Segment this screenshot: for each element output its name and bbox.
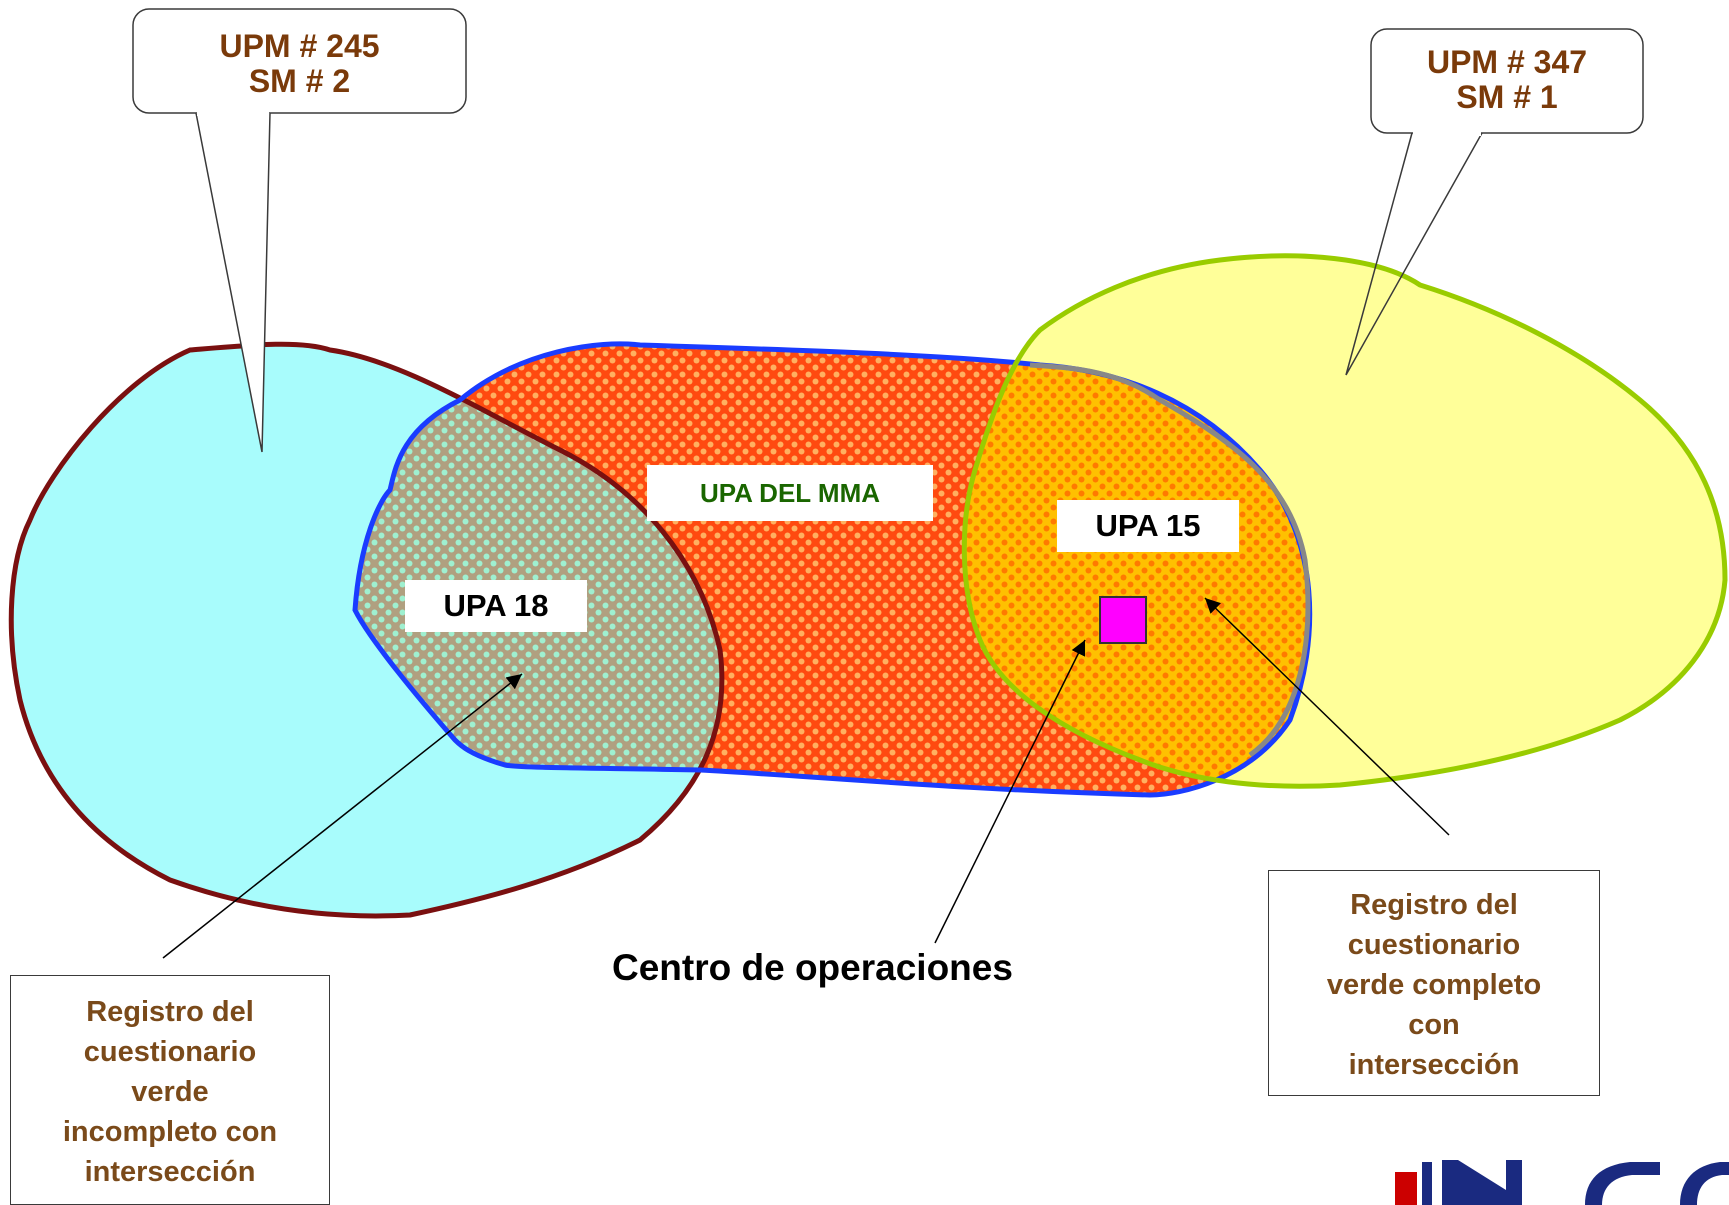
callout-upa-18-line: cuestionario <box>83 1036 257 1068</box>
callout-upa-15-line: con <box>1408 1009 1460 1041</box>
callout-upa-15-line: intersección <box>1348 1049 1520 1081</box>
upa-18-label: UPA 18 <box>405 580 587 632</box>
callout-upa-18-line: verde <box>131 1076 209 1108</box>
upa-mma-border <box>352 341 1313 798</box>
upm-245-line1: UPM # 245 <box>219 28 380 64</box>
upm-245-line2: SM # 2 <box>248 63 351 99</box>
callout-upa-15-line: cuestionario <box>1347 929 1521 961</box>
arrow-upa-15 <box>1204 597 1450 836</box>
callout-upa-15-line: verde completo <box>1326 969 1542 1001</box>
callout-upa-15-line: Registro del <box>1350 889 1518 921</box>
upm-347-bubble <box>1370 28 1644 134</box>
centro-operaciones-marker <box>1099 596 1147 644</box>
callout-upa-15: Registro del cuestionario verde completo… <box>1268 870 1600 1096</box>
centro-operaciones-label: Centro de operaciones <box>612 947 1013 988</box>
callout-upa-18-line: incompleto con <box>62 1116 278 1148</box>
upm-347-line2: SM # 1 <box>1456 79 1558 115</box>
ine-logo <box>1395 1160 1729 1205</box>
upm-347-border <box>961 253 1728 789</box>
upa-15-border <box>1029 362 1311 758</box>
callout-upa-18-line: intersección <box>84 1156 256 1188</box>
upa-mma-label: UPA DEL MMA <box>647 465 933 521</box>
arrow-upa-18 <box>162 673 523 959</box>
upm-347-line1: UPM # 347 <box>1426 44 1588 80</box>
upm-347-bubble-pointer <box>1345 132 1483 376</box>
upm-245-border <box>8 341 725 919</box>
upm-245-label: UPM # 245 SM # 2 <box>133 29 466 99</box>
callout-upa-18: Registro del cuestionario verde incomple… <box>10 975 330 1205</box>
upa-15-label: UPA 15 <box>1057 500 1239 552</box>
arrow-centro <box>934 639 1086 944</box>
callout-upa-18-line: Registro del <box>86 996 254 1028</box>
upm-347-label: UPM # 347 SM # 1 <box>1371 45 1643 115</box>
upm-245-bubble <box>132 8 467 114</box>
upm-245-bubble-pointer <box>195 112 271 453</box>
